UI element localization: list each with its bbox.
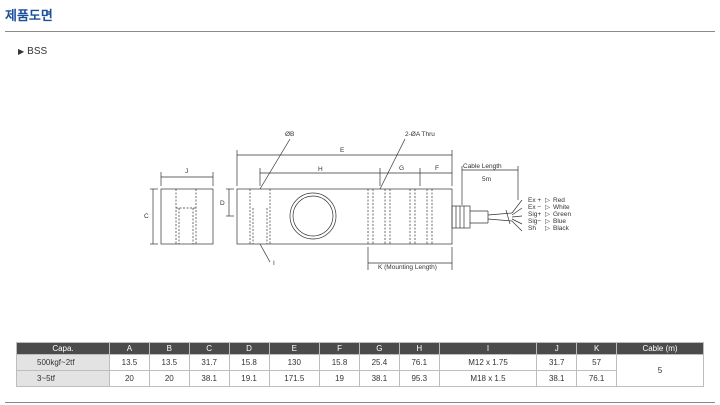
table-cell: 19.1 bbox=[228, 370, 270, 387]
capa-cell: 500kgf~2tf bbox=[16, 354, 110, 371]
wire-pin: Sig+ bbox=[528, 211, 541, 218]
table-cell: 19 bbox=[319, 370, 360, 387]
table-cell: 20 bbox=[148, 370, 190, 387]
table-cell: 13.5 bbox=[109, 354, 150, 371]
dim-k-label: K (Mounting Length) bbox=[378, 264, 437, 271]
table-cell: 76.1 bbox=[576, 370, 618, 387]
cable-length-label: Cable Length bbox=[463, 163, 502, 170]
table-cell: 171.5 bbox=[268, 370, 321, 387]
model-name: BSS bbox=[27, 46, 48, 57]
wire-color: Red bbox=[553, 197, 565, 204]
table-row: 3~5tf 20 20 38.1 19.1 171.5 19 38.1 95.3… bbox=[16, 370, 704, 387]
wire-pin: Sig− bbox=[528, 218, 541, 225]
table-cell: 31.7 bbox=[536, 354, 578, 371]
table-cell: 95.3 bbox=[398, 370, 440, 387]
table-cell: 25.4 bbox=[358, 354, 400, 371]
spec-table: Capa. A B C D E F G H I J K Cable (m) 50… bbox=[16, 342, 704, 387]
thru-hole-label: 2-ØA Thru bbox=[405, 131, 435, 138]
header-cell: D bbox=[228, 342, 270, 355]
dim-b-label: ØB bbox=[285, 131, 294, 138]
table-cell: 38.1 bbox=[536, 370, 578, 387]
wire-arrow-icon: ▷ bbox=[545, 211, 551, 218]
header-cell: A bbox=[109, 342, 150, 355]
technical-drawing: J C D E H G F ØB 2-ØA Thru I K (Mounting… bbox=[144, 131, 571, 271]
header-cell: I bbox=[438, 342, 538, 355]
table-cell: 38.1 bbox=[358, 370, 400, 387]
table-cell: 15.8 bbox=[228, 354, 270, 371]
dim-g-label: G bbox=[399, 165, 404, 172]
dim-e-label: E bbox=[340, 147, 345, 154]
header-cell: Cable (m) bbox=[616, 342, 704, 355]
header-cell: K bbox=[576, 342, 618, 355]
table-cell: 130 bbox=[268, 354, 321, 371]
cable-length-value: 5m bbox=[482, 176, 491, 183]
header-cell: G bbox=[358, 342, 400, 355]
dim-c-label: C bbox=[144, 213, 149, 220]
header-cell: C bbox=[188, 342, 230, 355]
cable-gland bbox=[451, 205, 471, 229]
beam-body bbox=[236, 188, 453, 245]
drawing-frame bbox=[5, 31, 715, 403]
table-cell: 76.1 bbox=[398, 354, 440, 371]
wire-color: Black bbox=[553, 225, 570, 232]
header-cell: F bbox=[319, 342, 360, 355]
table-cell: 57 bbox=[576, 354, 618, 371]
wire-arrow-icon: ▷ bbox=[545, 204, 551, 211]
wire-color: Green bbox=[553, 211, 571, 218]
table-cell: 15.8 bbox=[319, 354, 360, 371]
capa-cell: 3~5tf bbox=[16, 370, 110, 387]
dim-d-label: D bbox=[220, 200, 225, 207]
table-cell: 13.5 bbox=[148, 354, 190, 371]
table-cell: M12 x 1.75 bbox=[438, 354, 538, 371]
wire-color: Blue bbox=[553, 218, 566, 225]
table-cell: M18 x 1.5 bbox=[438, 370, 538, 387]
side-view-block bbox=[160, 188, 214, 245]
dim-f-label: F bbox=[435, 165, 439, 172]
wire-arrow-icon: ▷ bbox=[545, 225, 551, 232]
page-title: 제품도면 bbox=[5, 9, 53, 24]
header-cell: H bbox=[398, 342, 440, 355]
header-cell: E bbox=[268, 342, 321, 355]
dim-j-label: J bbox=[185, 168, 188, 175]
wire-pin: Ex + bbox=[528, 197, 541, 204]
table-cell: 20 bbox=[109, 370, 150, 387]
wire-color: White bbox=[553, 204, 570, 211]
wire-pin: Ex − bbox=[528, 204, 541, 211]
dim-h-label: H bbox=[318, 166, 323, 173]
header-cell: Capa. bbox=[16, 342, 110, 355]
table-row: 500kgf~2tf 13.5 13.5 31.7 15.8 130 15.8 … bbox=[16, 354, 704, 387]
strain-gauge-hole bbox=[289, 192, 337, 240]
header-cell: B bbox=[148, 342, 190, 355]
table-cell: 38.1 bbox=[188, 370, 230, 387]
wire-arrow-icon: ▷ bbox=[545, 218, 551, 225]
table-cell: 31.7 bbox=[188, 354, 230, 371]
model-subtitle: ▶BSS bbox=[18, 46, 47, 57]
wire-pin: Sh bbox=[528, 225, 536, 232]
table-header-row: Capa. A B C D E F G H I J K Cable (m) bbox=[16, 342, 704, 355]
dim-i-label: I bbox=[273, 260, 275, 267]
header-cell: J bbox=[536, 342, 578, 355]
wire-arrow-icon: ▷ bbox=[545, 197, 551, 204]
triangle-bullet-icon: ▶ bbox=[18, 47, 25, 56]
cable-cell: 5 bbox=[616, 354, 704, 387]
